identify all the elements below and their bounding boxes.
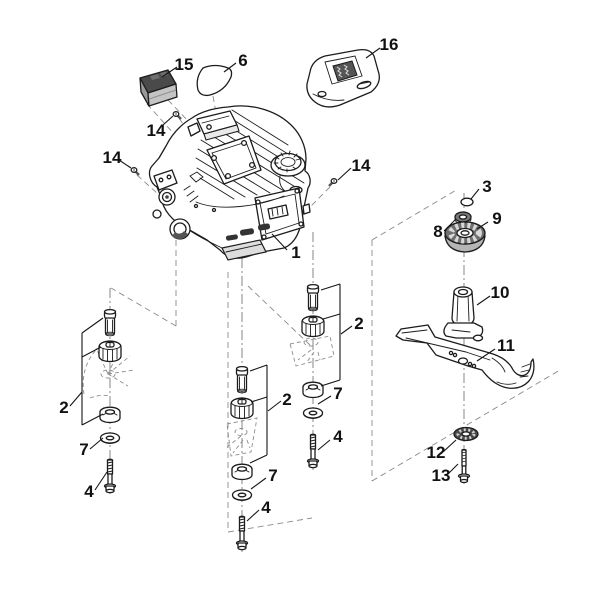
callout-12[interactable]: 12 xyxy=(427,439,457,462)
svg-text:4: 4 xyxy=(84,482,94,501)
callout-11[interactable]: 11 xyxy=(476,336,515,362)
callout-6[interactable]: 6 xyxy=(223,51,248,73)
svg-text:2: 2 xyxy=(59,398,68,417)
mount-ghost-center xyxy=(225,417,258,457)
svg-text:2: 2 xyxy=(282,390,291,409)
cup-washer-illustration xyxy=(444,221,486,253)
callout-9[interactable]: 9 xyxy=(476,209,502,230)
bushing-illustration xyxy=(454,211,472,225)
snap-ring-illustration xyxy=(460,197,474,207)
svg-text:12: 12 xyxy=(427,443,446,462)
svg-text:4: 4 xyxy=(261,498,271,517)
svg-text:6: 6 xyxy=(238,51,247,70)
callout-14-left[interactable]: 14 xyxy=(103,148,132,169)
callout-15[interactable]: 15 xyxy=(161,55,194,78)
callout-1[interactable]: 1 xyxy=(271,233,301,262)
svg-text:7: 7 xyxy=(268,466,277,485)
callout-14-top[interactable]: 14 xyxy=(147,115,174,140)
blade-illustration xyxy=(395,324,535,389)
callout-10[interactable]: 10 xyxy=(476,283,510,306)
callout-16[interactable]: 16 xyxy=(365,35,399,59)
charger-illustration xyxy=(306,48,380,108)
callout-4-right[interactable]: 4 xyxy=(317,427,343,451)
battery-illustration xyxy=(139,69,178,107)
engine-illustration xyxy=(148,105,311,261)
svg-text:3: 3 xyxy=(482,177,491,196)
cover-flap-illustration xyxy=(196,64,233,97)
svg-text:13: 13 xyxy=(432,466,451,485)
callout-3[interactable]: 3 xyxy=(470,177,492,200)
screw-right-illustration xyxy=(328,178,338,187)
screw-top-illustration xyxy=(172,111,182,120)
callout-2-center[interactable]: 2 xyxy=(249,364,292,464)
svg-text:7: 7 xyxy=(79,440,88,459)
svg-text:10: 10 xyxy=(491,283,510,302)
blade-bolt-illustration xyxy=(457,448,471,484)
svg-text:15: 15 xyxy=(175,55,194,74)
svg-text:14: 14 xyxy=(352,156,371,175)
callout-7-center[interactable]: 7 xyxy=(250,466,278,490)
svg-text:14: 14 xyxy=(147,121,166,140)
svg-text:16: 16 xyxy=(380,35,399,54)
callout-7-left[interactable]: 7 xyxy=(79,437,104,459)
svg-text:4: 4 xyxy=(333,427,343,446)
callout-14-right[interactable]: 14 xyxy=(337,156,371,181)
mount-ghost-right xyxy=(289,335,335,367)
callout-8[interactable]: 8 xyxy=(433,218,457,241)
callout-2-right[interactable]: 2 xyxy=(320,283,364,387)
callout-2-left[interactable]: 2 xyxy=(59,317,104,426)
svg-text:1: 1 xyxy=(291,243,300,262)
svg-text:9: 9 xyxy=(492,209,501,228)
curved-washer-illustration xyxy=(453,426,479,442)
callout-13[interactable]: 13 xyxy=(432,463,459,485)
callout-4-center[interactable]: 4 xyxy=(246,498,271,522)
svg-text:2: 2 xyxy=(354,314,363,333)
svg-text:8: 8 xyxy=(433,222,442,241)
callout-4-left[interactable]: 4 xyxy=(84,471,108,501)
svg-text:7: 7 xyxy=(333,384,342,403)
blade-adapter-illustration xyxy=(443,286,484,342)
callout-7-right[interactable]: 7 xyxy=(317,384,343,405)
svg-text:11: 11 xyxy=(497,336,515,355)
screw-left-illustration xyxy=(130,167,140,176)
svg-text:14: 14 xyxy=(103,148,122,167)
